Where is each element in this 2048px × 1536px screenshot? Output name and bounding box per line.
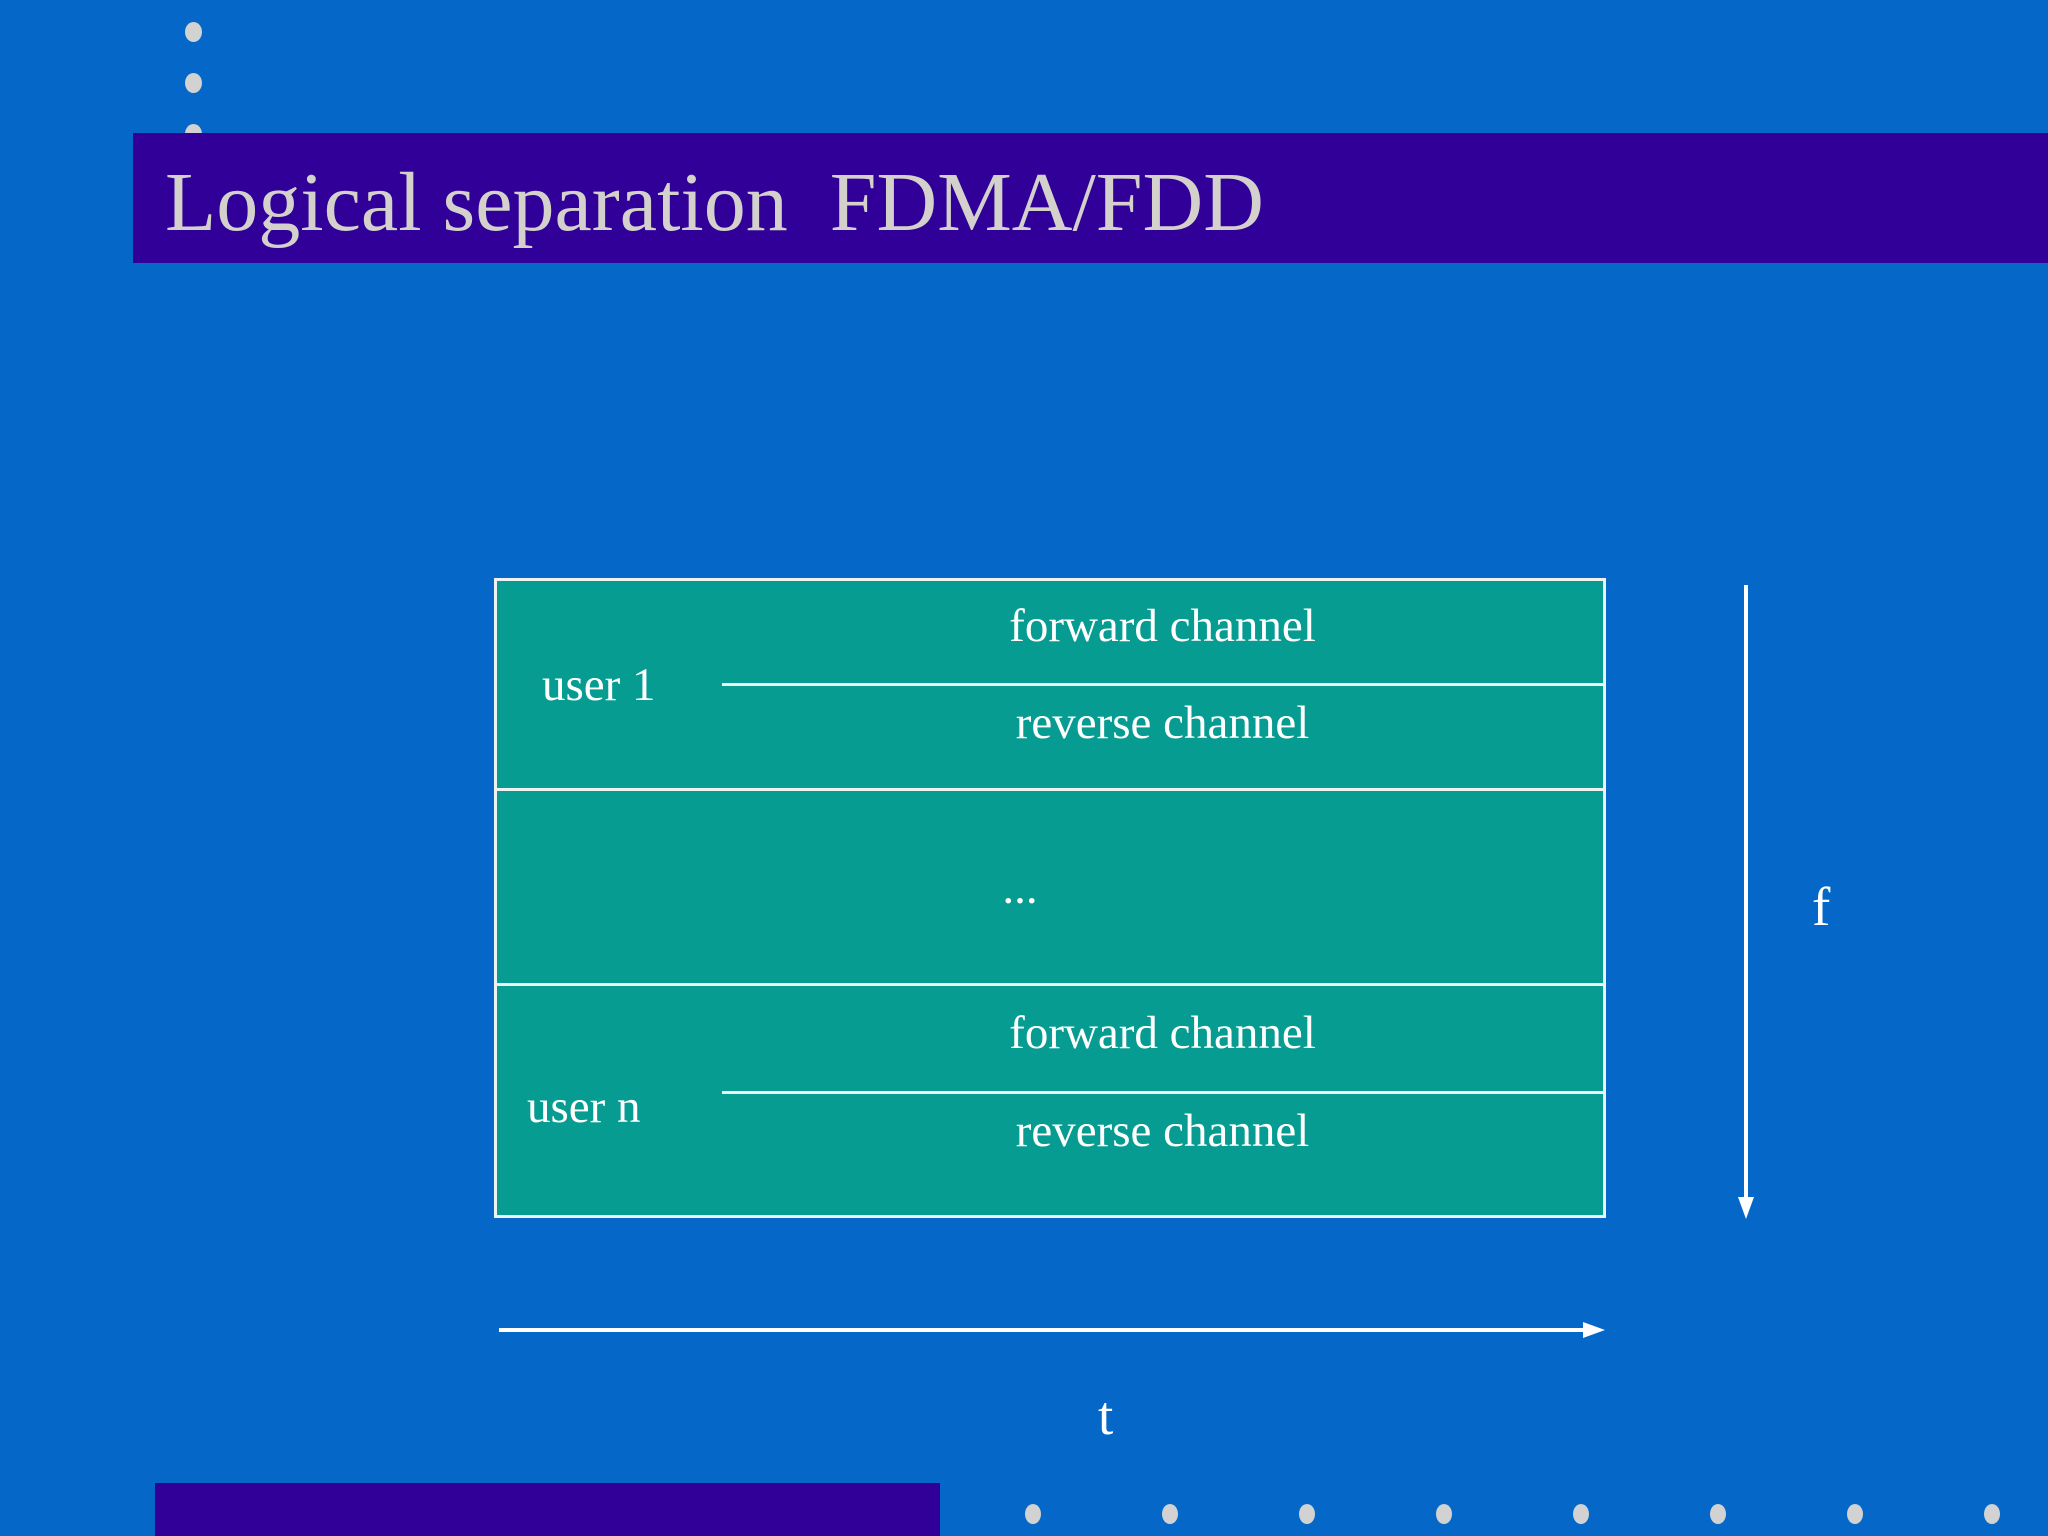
footer-dot-icon <box>1710 1504 1726 1524</box>
footer-dot-icon <box>1162 1504 1178 1524</box>
time-axis-arrow-icon <box>499 1322 1609 1346</box>
channel-pair: forward channel reverse channel <box>722 581 1603 788</box>
user-label: user 1 <box>542 659 656 711</box>
title-band <box>133 133 2048 263</box>
fdma-fdd-diagram: user 1 forward channel reverse channel .… <box>494 578 1606 1218</box>
channel-grid: user 1 forward channel reverse channel .… <box>494 578 1606 1218</box>
arrow-head-icon <box>1738 1197 1754 1219</box>
footer-dot-icon <box>1847 1504 1863 1524</box>
frequency-axis-label: f <box>1812 876 1831 937</box>
reverse-channel-label: reverse channel <box>1015 1105 1310 1157</box>
ellipsis-label: ... <box>1002 862 1038 914</box>
footer-dot-icon <box>1436 1504 1452 1524</box>
reverse-channel-label: reverse channel <box>1015 697 1310 749</box>
user-label: user n <box>527 1081 641 1133</box>
frequency-axis-arrow-icon <box>1738 585 1778 1225</box>
page-title: Logical separation FDMA/FDD <box>165 156 1264 249</box>
time-axis-label: t <box>1098 1385 1114 1446</box>
forward-channel-label: forward channel <box>1009 600 1316 652</box>
footer-dot-icon <box>1299 1504 1315 1524</box>
channel-pair: forward channel reverse channel <box>722 986 1603 1215</box>
bullet-dot-icon <box>185 22 202 42</box>
footer-bar <box>155 1483 940 1536</box>
axis-shaft <box>1744 585 1748 1205</box>
footer-dot-icon <box>1025 1504 1041 1524</box>
table-row: user 1 forward channel reverse channel <box>497 581 1603 788</box>
table-row: user n forward channel reverse channel <box>497 986 1603 1215</box>
axis-shaft <box>499 1328 1591 1332</box>
channel-divider <box>722 1091 1603 1094</box>
footer-dot-icon <box>1984 1504 2000 1524</box>
footer-dot-icon <box>1573 1504 1589 1524</box>
forward-channel-label: forward channel <box>1009 1007 1316 1059</box>
arrow-head-icon <box>1583 1322 1605 1338</box>
channel-divider <box>722 683 1603 686</box>
bullet-dot-icon <box>185 73 202 93</box>
table-row: ... <box>497 788 1603 986</box>
